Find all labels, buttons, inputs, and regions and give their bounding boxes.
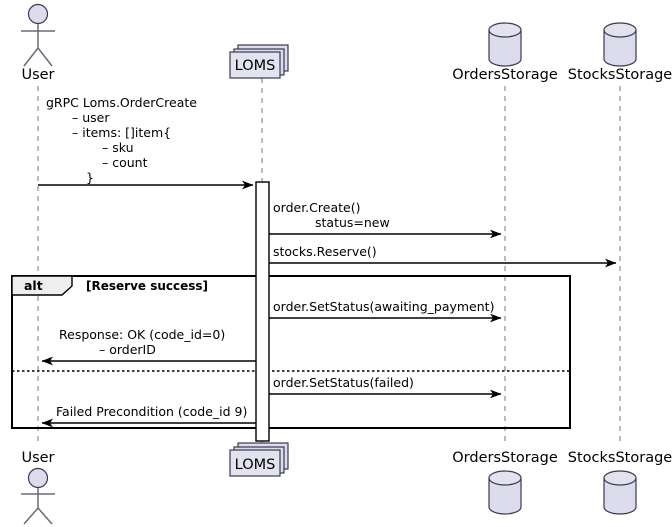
participant-user-bottom[interactable]: User — [21, 450, 55, 525]
participant-ordersstorage-top[interactable]: OrdersStorage — [452, 22, 558, 83]
participant-label-loms-bottom: LOMS — [235, 457, 276, 473]
message-label-line-0: order.Create() — [273, 200, 360, 215]
actor-head-icon — [27, 467, 49, 489]
message-order-create[interactable]: order.Create() status=new — [269, 200, 502, 239]
actor-leg-right-icon — [37, 507, 53, 525]
database-body-icon — [603, 29, 637, 67]
participant-label-user-top: User — [21, 67, 54, 83]
message-grpc-ordercreate[interactable]: gRPC Loms.OrderCreate – user – items: []… — [38, 95, 254, 190]
alt-guard-label: [Reserve success] — [86, 279, 208, 293]
message-label-line-1: – user — [72, 110, 110, 125]
actor-leg-left-icon — [23, 47, 39, 67]
alt-fragment-tab — [11, 275, 73, 296]
alt-fragment[interactable]: alt [Reserve success] — [11, 275, 571, 429]
participant-label-user-bottom: User — [21, 450, 54, 466]
message-label-line-3: – sku — [102, 140, 134, 155]
actor-leg-left-icon — [23, 507, 39, 525]
participant-stocksstorage-bottom[interactable]: StocksStorage — [568, 450, 672, 515]
participant-label-stocksstorage-top: StocksStorage — [568, 67, 672, 83]
database-top-icon — [488, 470, 522, 486]
participant-loms-bottom[interactable]: LOMS — [229, 442, 289, 477]
alt-operator-label: alt — [24, 278, 43, 293]
collections-front-icon — [229, 449, 281, 477]
participant-label-loms-top: LOMS — [235, 58, 276, 74]
database-top-icon — [603, 22, 637, 38]
message-failed-precondition[interactable]: Failed Precondition (code_id 9) — [41, 404, 256, 428]
participant-user-top[interactable]: User — [21, 3, 55, 84]
message-stocks-reserve[interactable]: stocks.Reserve() — [269, 244, 617, 268]
message-label-line-0: stocks.Reserve() — [273, 244, 377, 259]
message-label-line-4: – count — [102, 155, 148, 170]
participant-label-ordersstorage-top: OrdersStorage — [452, 67, 558, 83]
database-top-icon — [603, 470, 637, 486]
collections-front-icon — [229, 51, 281, 79]
alt-fragment-frame — [11, 275, 571, 429]
participant-label-stocksstorage-bottom: StocksStorage — [568, 450, 672, 466]
database-top-icon — [488, 22, 522, 38]
participant-loms-top[interactable]: LOMS — [229, 44, 289, 79]
message-order-setstatus-awaiting-payment[interactable]: order.SetStatus(awaiting_payment) — [269, 299, 502, 323]
participant-label-ordersstorage-bottom: OrdersStorage — [452, 450, 558, 466]
message-label-line-1: – orderID — [99, 342, 156, 357]
message-label-line-0: Failed Precondition (code_id 9) — [56, 404, 247, 419]
message-label-line-5: } — [86, 170, 94, 185]
activation-bar-loms — [255, 181, 270, 442]
message-label-line-1: status=new — [315, 215, 390, 230]
message-label-line-2: – items: []item{ — [72, 125, 171, 140]
actor-leg-right-icon — [37, 47, 53, 67]
actor-head-icon — [27, 3, 49, 25]
message-label-line-0: order.SetStatus(awaiting_payment) — [273, 299, 494, 314]
participant-ordersstorage-bottom[interactable]: OrdersStorage — [452, 450, 558, 515]
database-body-icon — [603, 477, 637, 515]
message-order-setstatus-failed[interactable]: order.SetStatus(failed) — [269, 375, 502, 399]
participant-stocksstorage-top[interactable]: StocksStorage — [568, 22, 672, 83]
message-label-line-0: gRPC Loms.OrderCreate — [46, 95, 197, 110]
message-response-ok[interactable]: Response: OK (code_id=0) – orderID — [41, 327, 256, 366]
database-body-icon — [488, 477, 522, 515]
message-label-line-0: Response: OK (code_id=0) — [59, 327, 225, 342]
message-label-line-0: order.SetStatus(failed) — [273, 375, 414, 390]
database-body-icon — [488, 29, 522, 67]
